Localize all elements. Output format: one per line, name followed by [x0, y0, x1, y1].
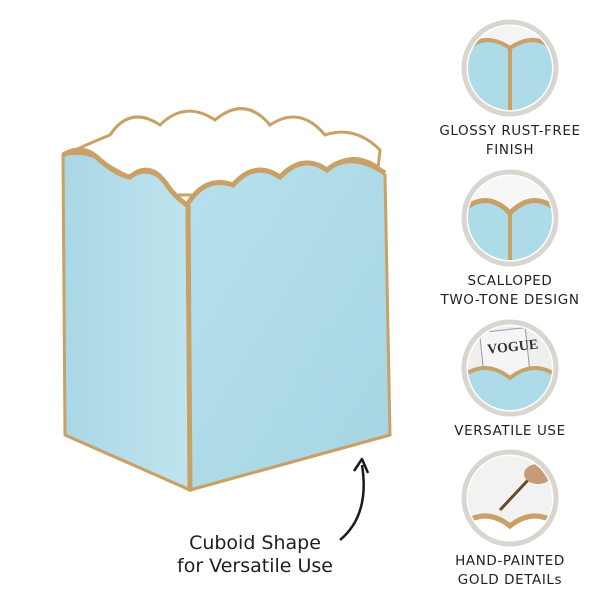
glossy-finish-closeup-icon	[461, 19, 559, 117]
magazine-holder-closeup-icon: VOGUE	[461, 319, 559, 417]
feature-2-line2: TWO-TONE DESIGN	[440, 292, 580, 308]
feature-2-line1: SCALLOPED	[467, 273, 553, 289]
feature-1-line2: FINISH	[485, 142, 535, 158]
curved-arrow-icon	[339, 457, 370, 541]
feature-4-line2: GOLD DETAILs	[457, 572, 563, 588]
feature-hand-painted: HAND-PAINTED GOLD DETAILs	[415, 448, 600, 590]
feature-versatile-use: VOGUE VERSATILE USE	[415, 318, 600, 441]
feature-3-line1: VERSATILE USE	[454, 423, 566, 439]
scalloped-wastebasket-image	[61, 107, 392, 493]
feature-scalloped-design: SCALLOPED TWO-TONE DESIGN	[415, 168, 600, 310]
feature-1-line1: GLOSSY RUST-FREE	[439, 123, 581, 139]
magazine-title: VOGUE	[487, 338, 539, 358]
main-caption: Cuboid Shape for Versatile Use	[160, 532, 350, 578]
feature-4-line1: HAND-PAINTED	[455, 553, 565, 569]
scalloped-edge-closeup-icon	[461, 169, 559, 267]
paintbrush-closeup-icon	[461, 449, 559, 547]
feature-glossy-finish: GLOSSY RUST-FREE FINISH	[415, 18, 600, 160]
main-caption-line1: Cuboid Shape	[189, 532, 321, 554]
main-caption-line2: for Versatile Use	[177, 555, 333, 577]
